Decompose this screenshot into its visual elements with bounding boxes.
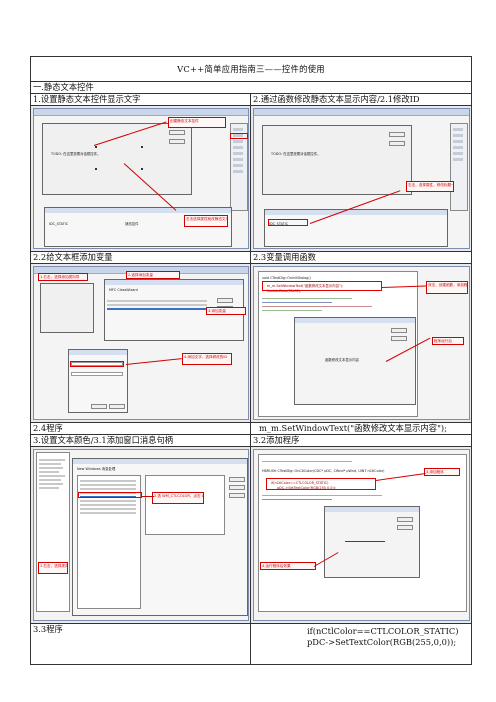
annotation-step1: 1.右击，选择添加类向导 — [38, 273, 88, 281]
code-line-1: HBRUSH CTestDlg::OnCtlColor(CDC* pDC, CW… — [262, 469, 385, 473]
screenshot-set-static-text: TODO: 在这里放置对话框控件。 IDC_STATIC 静态控件 — [31, 106, 250, 251]
prop-id-value: IDC_STATIC — [269, 222, 289, 226]
properties-dialog: IDC_STATIC 静态控件 — [44, 207, 232, 247]
code-line-2: m_m.SetWindowText("函数修改文本显示内容"); — [267, 284, 343, 288]
code-settextcolor-line: pDC->SetTextColor(RGB(255,0,0)); — [307, 637, 457, 647]
properties-dialog: IDC_STATIC — [264, 209, 448, 247]
dialog-editor: TODO: 在这里放置对话框控件。 — [262, 125, 412, 195]
annotation-right-click-props: 右击选择属性就改静态文本内容 — [184, 215, 228, 227]
code-line-3: pDC->SetTextColor(RGB(255,0,0)); — [277, 486, 337, 490]
code-line-2: if(nCtlColor==CTLCOLOR_STATIC) — [271, 481, 329, 485]
message-handler-dialog: New Windows 消息处理 — [72, 458, 248, 616]
dialog-static-text: TODO: 在这里放置对话框控件。 — [271, 152, 321, 156]
annotation-step2: 2.选择添加变量 — [126, 271, 180, 279]
ide-window: HBRUSH CTestDlg::OnCtlColor(CDC* pDC, CW… — [253, 449, 470, 621]
annotation-run: 程序运行后 — [432, 337, 464, 345]
annotation-run-result: 4.运行程序后效果 — [260, 562, 316, 570]
annotation-modify-id: 右击，选择属性，修改标题一下ID — [406, 181, 454, 192]
annotation-step3: 3.添加变量 — [206, 307, 246, 315]
ide-window: TODO: 在这里放置对话框控件。 IDC_STATIC 右击，选择属性，修改标… — [253, 108, 470, 249]
step-3-label: 3.设置文本颜色/3.1添加窗口消息句柄 — [30, 434, 251, 447]
code-line-1: void CTestDlg::OnInitDialog() — [262, 276, 311, 280]
prop-id-value: IDC_STATIC — [49, 222, 69, 226]
step-2-label: 2.通过函数修改静态文本显示内容/2.1修改ID — [250, 93, 472, 106]
handler-list — [145, 475, 225, 535]
section-heading: 一.静态文本控件 — [30, 81, 472, 94]
running-dialog — [324, 506, 420, 578]
screenshot-modify-id: TODO: 在这里放置对话框控件。 IDC_STATIC 右击，选择属性，修改标… — [251, 106, 471, 251]
dialog-editor: TODO: 在这里放置对话框控件。 — [42, 123, 192, 195]
running-dialog: 函数修改文本显示内容 — [294, 317, 416, 405]
ide-window: MFC ClassWizard 1.右击，选择添加类向导 2.选择添加变量 — [33, 266, 249, 420]
handler-dialog-title: New Windows 消息处理 — [77, 467, 116, 471]
screenshot-add-program: HBRUSH CTestDlg::OnCtlColor(CDC* pDC, CW… — [251, 447, 471, 623]
class-tree — [36, 452, 70, 612]
wizard-title: MFC ClassWizard — [109, 288, 138, 292]
annotation-right-click-wizard: 1.右击，选择类向导 — [38, 562, 68, 574]
dialog-static-text: TODO: 在这里放置对话框控件。 — [51, 152, 101, 156]
step-1-label: 1.设置静态文本控件显示文字 — [30, 93, 251, 106]
document-page: VC++简单应用指南三——控件的使用 一.静态文本控件 1.设置静态文本控件显示… — [30, 56, 472, 665]
code-if-line: if(nCtlColor==CTLCOLOR_STATIC) — [307, 626, 459, 636]
step-3-3-code: if(nCtlColor==CTLCOLOR_STATIC) pDC->SetT… — [250, 623, 472, 665]
run-output-text: 函数修改文本显示内容 — [325, 358, 359, 362]
annotation-add-program: 3.添加程序 — [424, 468, 460, 476]
code-line-3: UpdateData(FALSE); — [267, 289, 302, 293]
step-2-4-label: 2.4程序 — [30, 422, 251, 435]
step-2-4-code: m_m.SetWindowText("函数修改文本显示内容"); — [250, 422, 472, 435]
screenshot-call-function: void CTestDlg::OnInitDialog() m_m.SetWin… — [251, 264, 471, 422]
ide-window: void CTestDlg::OnInitDialog() m_m.SetWin… — [253, 266, 470, 420]
control-toolbox — [450, 123, 468, 211]
step-2-2-label: 2.2给文本框添加变量 — [30, 251, 251, 264]
screenshot-add-message-handler: New Windows 消息处理 1.右击，选择类向导 2.选 WM_CTLCO… — [31, 447, 250, 623]
ide-window: TODO: 在这里放置对话框控件。 IDC_STATIC 静态控件 — [33, 108, 249, 249]
step-3-3-label: 3.3程序 — [30, 623, 251, 665]
screenshot-add-variable: MFC ClassWizard 1.右击，选择添加类向导 2.选择添加变量 — [31, 264, 250, 422]
document-title: VC++简单应用指南三——控件的使用 — [30, 56, 472, 82]
add-member-variable-dialog — [68, 349, 128, 413]
annotation-create-static: 创建静态文本控件 — [168, 117, 226, 128]
step-3-2-label: 3.2添加程序 — [250, 434, 472, 447]
dialog-editor — [40, 283, 94, 333]
ide-window: New Windows 消息处理 1.右击，选择类向导 2.选 WM_CTLCO… — [33, 449, 249, 621]
control-toolbox — [230, 123, 248, 211]
guide-table: VC++简单应用指南三——控件的使用 一.静态文本控件 1.设置静态文本控件显示… — [30, 56, 472, 665]
step-2-3-label: 2.3变量调用函数 — [250, 251, 472, 264]
annotation-wm-ctlcolor: 2.选 WM_CTLCOLOR，点击 Add 添加函数 — [152, 492, 204, 504]
annotation-double-click: 双击，创建函数，添加程序 — [426, 281, 468, 294]
annotation-step4: 4.添加文字，选择修改的ID — [182, 353, 232, 365]
prop-title-value: 静态控件 — [125, 222, 139, 226]
